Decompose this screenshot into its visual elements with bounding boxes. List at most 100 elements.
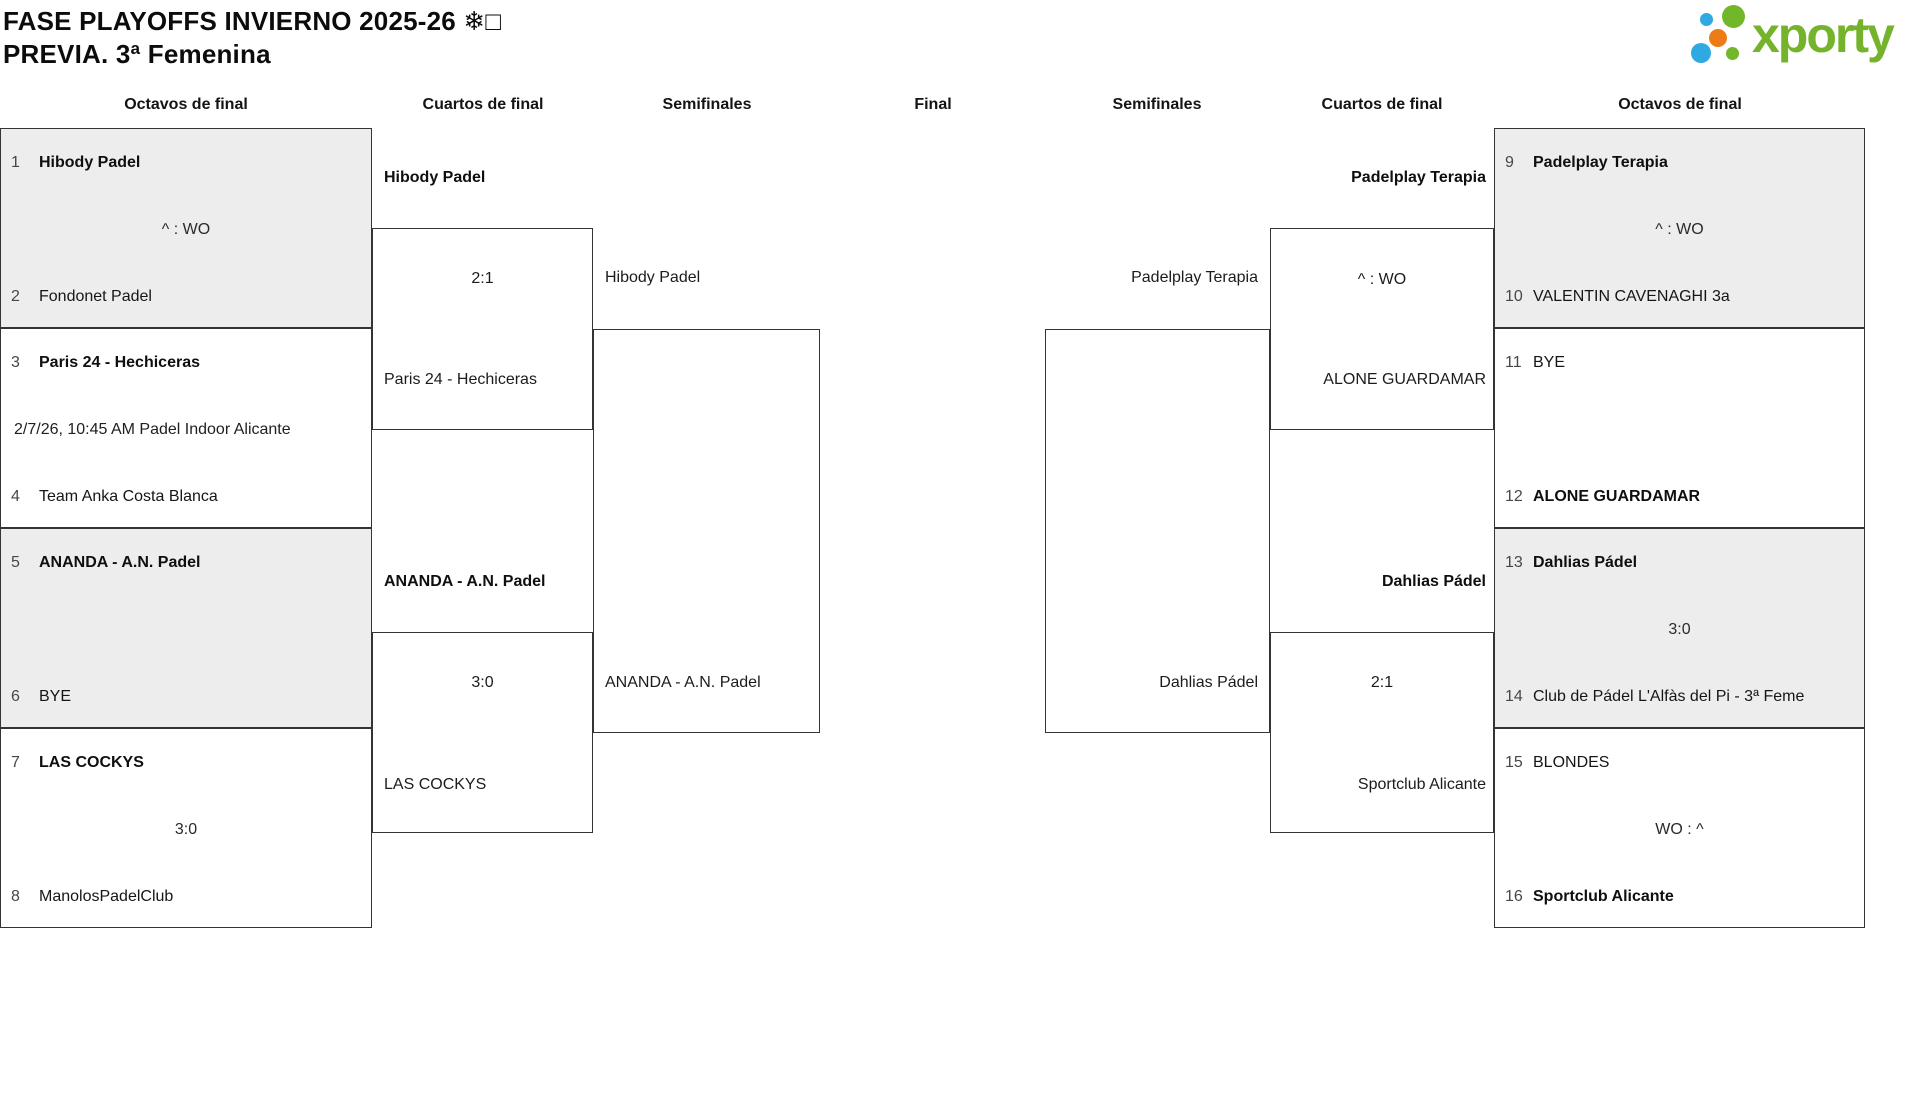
logo-dot-icon — [1700, 13, 1713, 26]
team-row: 10 VALENTIN CAVENAGHI 3a — [1495, 285, 1864, 309]
logo-wordmark: xporty — [1752, 7, 1895, 63]
octavos-match-2-box: 3 Paris 24 - Hechiceras 2/7/26, 10:45 AM … — [0, 328, 372, 528]
team-row: 8 ManolosPadelClub — [1, 885, 371, 909]
seed-number: 14 — [1505, 688, 1523, 705]
sf-top-team-label: Padelplay Terapia — [1131, 269, 1258, 286]
team-row: 16 Sportclub Alicante — [1495, 885, 1864, 909]
team-row: 1 Hibody Padel — [1, 151, 371, 175]
team-name: ManolosPadelClub — [39, 888, 174, 905]
sf-bottom-team-label: ANANDA - A.N. Padel — [605, 674, 761, 691]
team-name: Team Anka Costa Blanca — [39, 488, 218, 505]
seed-number: 12 — [1505, 488, 1523, 505]
column-header-semis-left: Semifinales — [662, 96, 752, 113]
team-row: 2 Fondonet Padel — [1, 285, 371, 309]
sf-bottom-team-label: Dahlias Pádel — [1159, 674, 1258, 691]
team-name: Fondonet Padel — [39, 288, 152, 305]
team-row: 6 BYE — [1, 685, 371, 709]
column-header-semis-right: Semifinales — [1112, 96, 1202, 113]
seed-number: 3 — [11, 354, 20, 371]
logo-dot-icon — [1726, 47, 1739, 60]
column-header-final: Final — [914, 96, 952, 113]
qf-score: 2:1 — [471, 270, 494, 287]
team-row: 12 ALONE GUARDAMAR — [1495, 485, 1864, 509]
team-name: Padelplay Terapia — [1533, 154, 1668, 171]
team-name: BYE — [39, 688, 72, 705]
team-name: ALONE GUARDAMAR — [1533, 488, 1701, 505]
column-header-cuartos-right: Cuartos de final — [1321, 96, 1443, 113]
seed-number: 9 — [1505, 154, 1514, 171]
seed-number: 7 — [11, 754, 20, 771]
cuartos-match-4-box — [1270, 632, 1494, 833]
qf-score: ^ : WO — [1357, 271, 1407, 288]
team-row: 3 Paris 24 - Hechiceras — [1, 351, 371, 375]
qf-bottom-team-label: ALONE GUARDAMAR — [1323, 371, 1486, 388]
column-header-cuartos-left: Cuartos de final — [422, 96, 544, 113]
team-row: 5 ANANDA - A.N. Padel — [1, 551, 371, 575]
seed-number: 8 — [11, 888, 20, 905]
team-name: Hibody Padel — [39, 154, 141, 171]
seed-number: 16 — [1505, 888, 1523, 905]
octavos-match-4-box: 7 LAS COCKYS 3:0 8 ManolosPadelClub — [0, 728, 372, 928]
octavos-match-3-box: 5 ANANDA - A.N. Padel 6 BYE — [0, 528, 372, 728]
qf-top-team-label: Hibody Padel — [384, 169, 486, 186]
match-score: ^ : WO — [161, 221, 211, 238]
cuartos-match-3-box — [1270, 228, 1494, 430]
qf-top-team-label: Padelplay Terapia — [1351, 169, 1486, 186]
team-name: BYE — [1533, 354, 1566, 371]
team-row: 4 Team Anka Costa Blanca — [1, 485, 371, 509]
cuartos-match-2-box — [372, 632, 593, 833]
qf-score: 2:1 — [1370, 674, 1394, 691]
column-header-octavos-left: Octavos de final — [124, 96, 248, 113]
team-name: Club de Pádel L'Alfàs del Pi - 3ª Feme — [1533, 688, 1805, 705]
team-name: LAS COCKYS — [39, 754, 144, 771]
semifinal-right-box — [1045, 329, 1270, 733]
qf-top-team-label: Dahlias Pádel — [1381, 573, 1486, 590]
match-score — [1, 618, 371, 642]
logo-dot-icon — [1709, 29, 1727, 47]
seed-number: 6 — [11, 688, 20, 705]
team-row: 14 Club de Pádel L'Alfàs del Pi - 3ª Feme — [1495, 685, 1864, 709]
seed-number: 15 — [1505, 754, 1523, 771]
title-line1: FASE PLAYOFFS INVIERNO 2025-26 ❄□ — [3, 6, 502, 36]
cuartos-match-1-box — [372, 228, 593, 430]
qf-bottom-team-label: Sportclub Alicante — [1357, 776, 1486, 793]
seed-number: 13 — [1505, 554, 1523, 571]
qf-score: 3:0 — [471, 674, 494, 691]
column-header-octavos-right: Octavos de final — [1618, 96, 1742, 113]
xporty-logo[interactable]: xporty — [1680, 0, 1920, 76]
team-name: Sportclub Alicante — [1533, 888, 1674, 905]
qf-bottom-team-label: Paris 24 - Hechiceras — [384, 371, 537, 388]
team-name: VALENTIN CAVENAGHI 3a — [1533, 288, 1730, 305]
team-name: ANANDA - A.N. Padel — [39, 554, 201, 571]
seed-number: 2 — [11, 288, 20, 305]
team-name: Paris 24 - Hechiceras — [39, 354, 200, 371]
seed-number: 11 — [1505, 354, 1522, 371]
match-score: WO : ^ — [1655, 821, 1704, 838]
team-row: 9 Padelplay Terapia — [1495, 151, 1864, 175]
match-score: 3:0 — [174, 821, 198, 838]
match-score: 3:0 — [1668, 621, 1691, 638]
team-row: 11 BYE — [1495, 351, 1864, 375]
seed-number: 1 — [11, 154, 20, 171]
seed-number: 4 — [11, 488, 20, 505]
seed-number: 5 — [11, 554, 20, 571]
octavos-match-1-box: 1 Hibody Padel ^ : WO 2 Fondonet Padel — [0, 128, 372, 328]
qf-bottom-team-label: LAS COCKYS — [384, 776, 487, 793]
semifinal-left-box — [593, 329, 820, 733]
qf-top-team-label: ANANDA - A.N. Padel — [384, 573, 546, 590]
title-line2: PREVIA. 3ª Femenina — [3, 39, 271, 69]
sf-top-team-label: Hibody Padel — [605, 269, 701, 286]
logo-dot-icon — [1722, 5, 1745, 28]
page-title: FASE PLAYOFFS INVIERNO 2025-26 ❄□ PREVIA… — [3, 5, 501, 71]
match-score — [1495, 418, 1864, 442]
match-schedule: 2/7/26, 10:45 AM Padel Indoor Alicante — [14, 421, 291, 438]
team-name: BLONDES — [1533, 754, 1610, 771]
logo-dot-icon — [1691, 43, 1711, 63]
team-row: 7 LAS COCKYS — [1, 751, 371, 775]
seed-number: 10 — [1505, 288, 1523, 305]
team-row: 15 BLONDES — [1495, 751, 1864, 775]
